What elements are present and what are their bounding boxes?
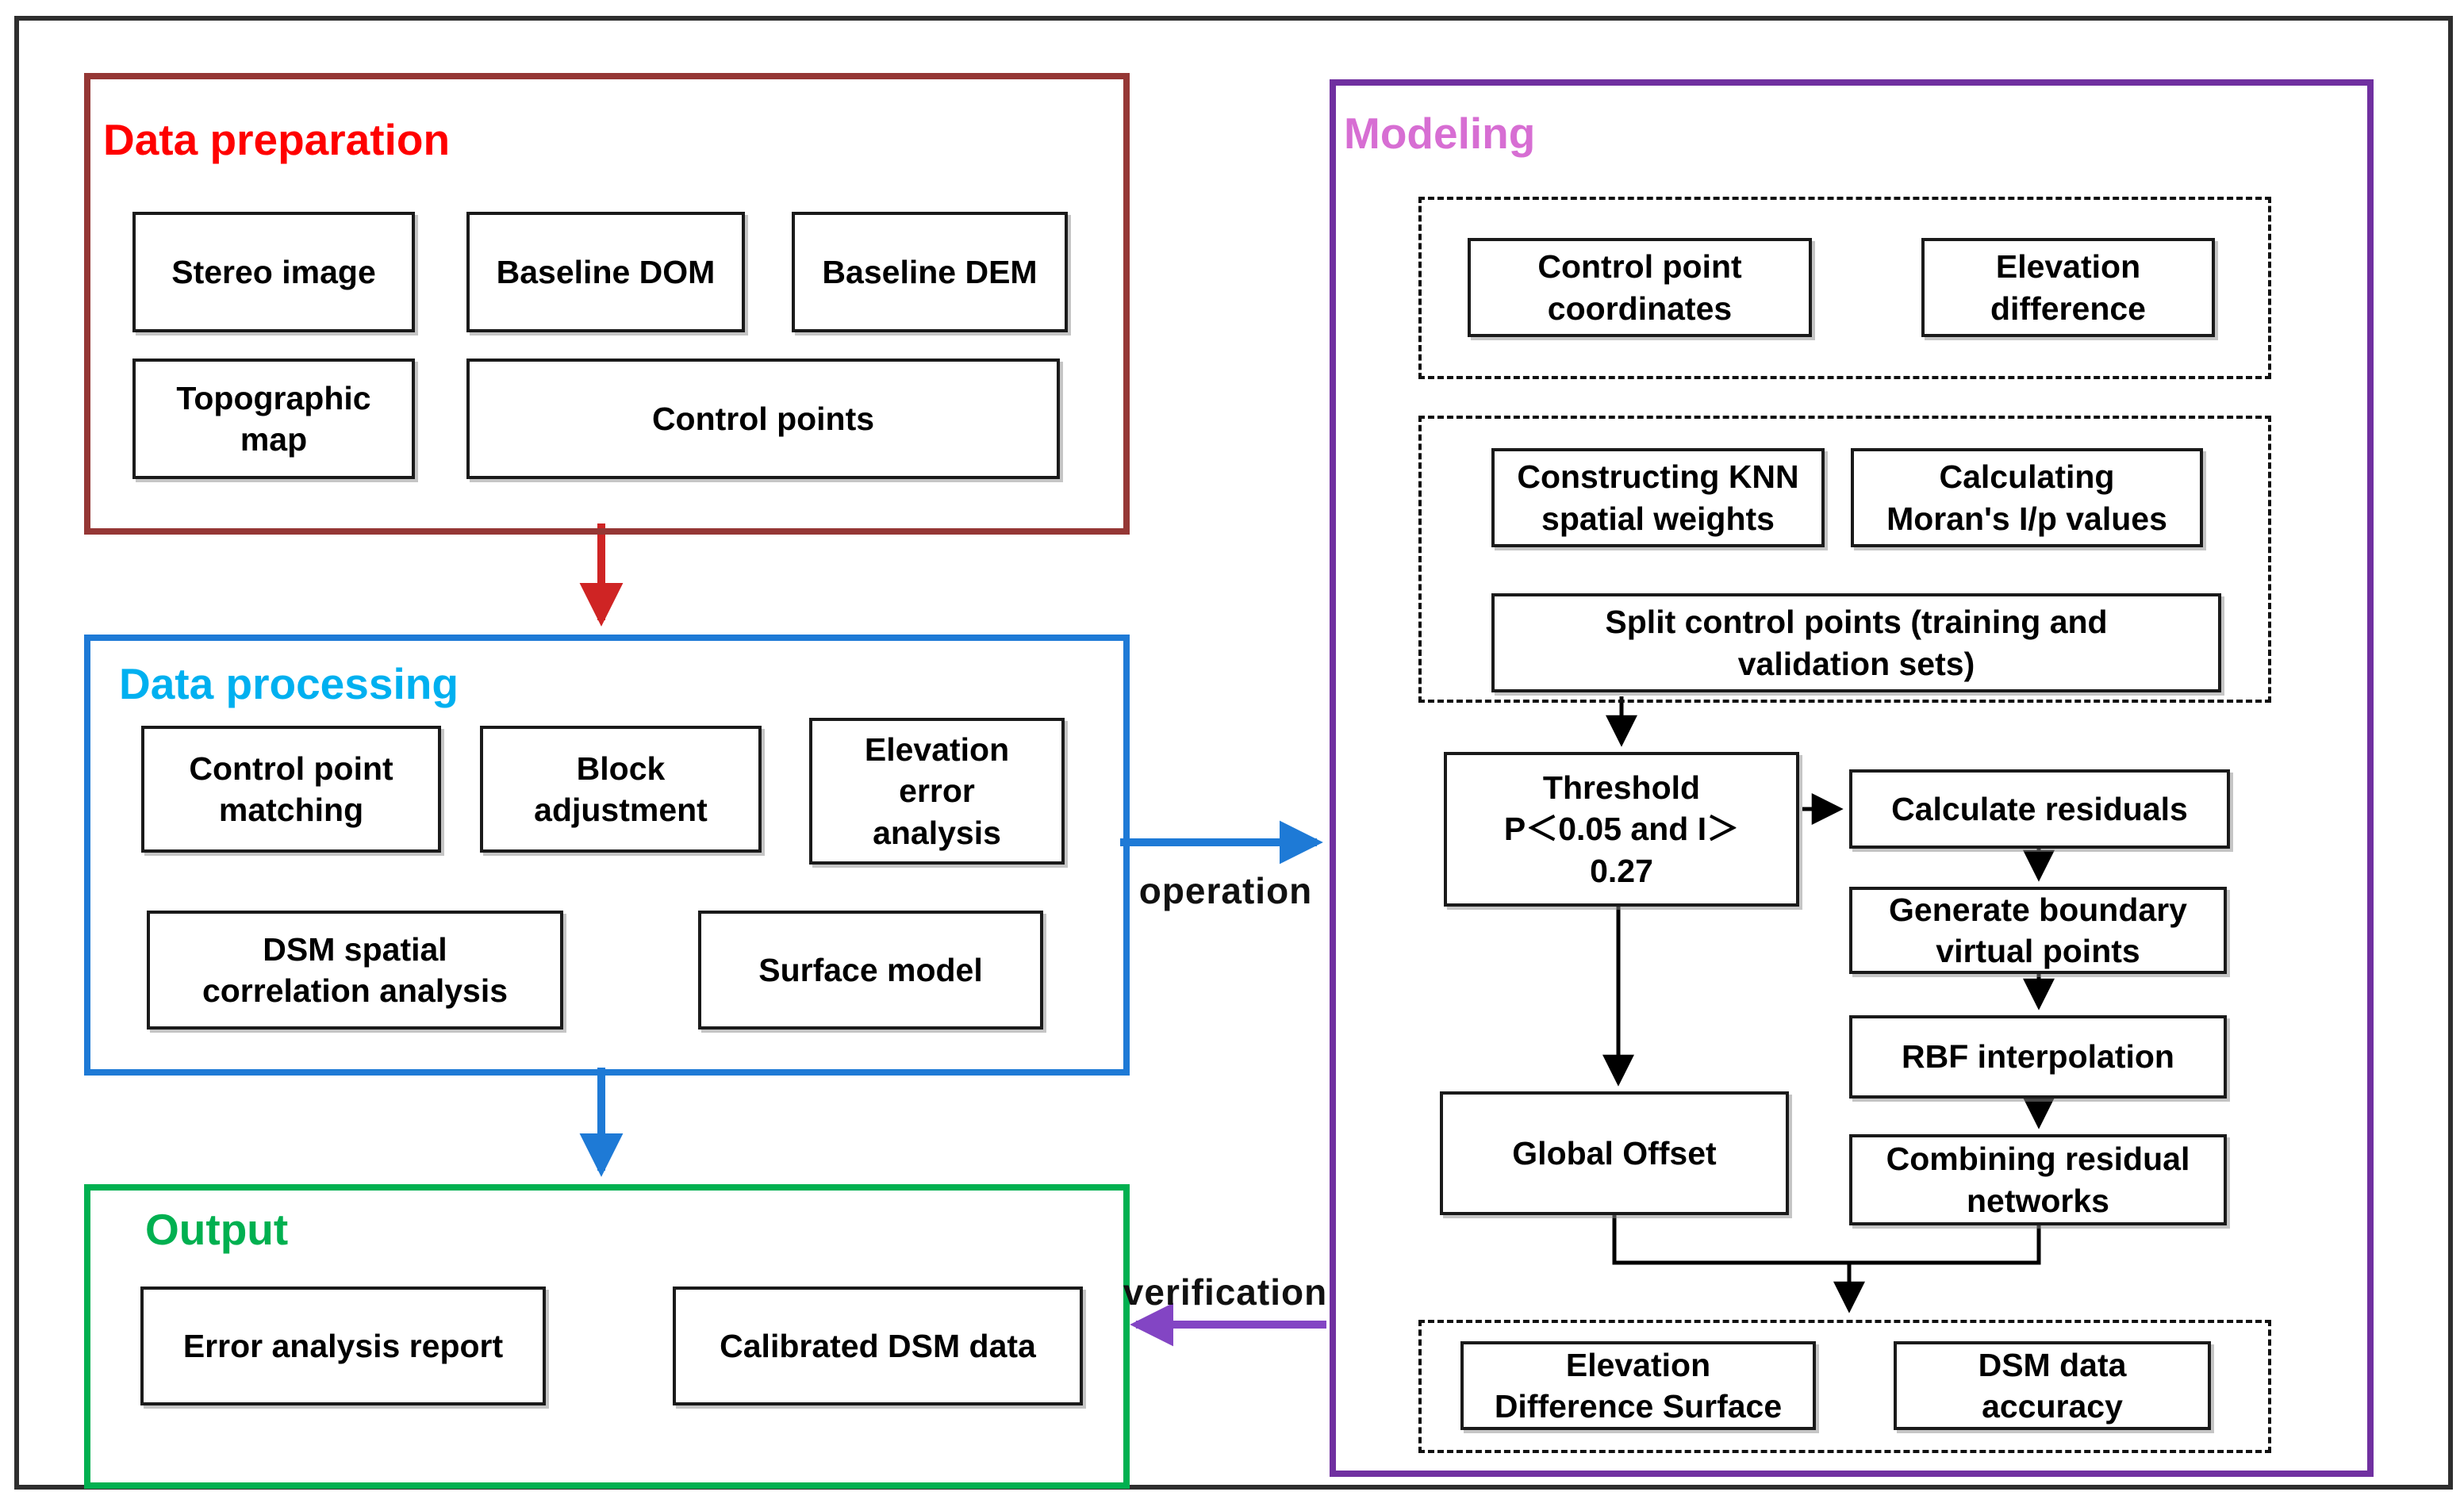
node-calculate-residuals: Calculate residuals xyxy=(1849,769,2230,849)
modeling-title: Modeling xyxy=(1344,109,1536,158)
node-stereo-image: Stereo image xyxy=(132,212,415,332)
verification-label: verification xyxy=(1123,1271,1328,1313)
node-control-point-coordinates: Control point coordinates xyxy=(1468,238,1812,337)
connector-merge-offset-networks xyxy=(1612,1215,2041,1265)
node-split-control-points: Split control points (training and valid… xyxy=(1491,593,2221,692)
node-error-analysis-report: Error analysis report xyxy=(140,1287,546,1405)
node-rbf-interpolation: RBF interpolation xyxy=(1849,1015,2227,1099)
node-elevation-difference-surface: Elevation Difference Surface xyxy=(1460,1341,1816,1430)
output-group xyxy=(84,1184,1130,1489)
modeling-weights-dashed-box xyxy=(1418,416,2271,703)
node-block-adjustment: Block adjustment xyxy=(480,726,762,853)
node-control-points: Control points xyxy=(466,359,1060,479)
node-surface-model: Surface model xyxy=(698,911,1043,1030)
data-processing-title: Data processing xyxy=(119,659,459,708)
node-global-offset: Global Offset xyxy=(1440,1091,1789,1215)
data-processing-group xyxy=(84,635,1130,1076)
node-topographic-map: Topographic map xyxy=(132,359,415,479)
node-dsm-data-accuracy: DSM data accuracy xyxy=(1894,1341,2211,1430)
node-baseline-dem: Baseline DEM xyxy=(792,212,1068,332)
node-threshold: Threshold P＜0.05 and I＞ 0.27 xyxy=(1444,752,1799,907)
node-constructing-knn-weights: Constructing KNN spatial weights xyxy=(1491,448,1825,547)
output-title: Output xyxy=(145,1205,289,1254)
node-elevation-error-analysis: Elevation error analysis xyxy=(809,718,1065,865)
modeling-inputs-dashed-box xyxy=(1418,197,2271,379)
node-calculating-moran-values: Calculating Moran's I/p values xyxy=(1851,448,2203,547)
data-preparation-title: Data preparation xyxy=(103,115,451,164)
node-baseline-dom: Baseline DOM xyxy=(466,212,745,332)
modeling-results-dashed-box xyxy=(1418,1320,2271,1453)
data-preparation-group xyxy=(84,73,1130,535)
node-generate-boundary-points: Generate boundary virtual points xyxy=(1849,887,2227,974)
node-calibrated-dsm-data: Calibrated DSM data xyxy=(673,1287,1083,1405)
outer-border xyxy=(14,16,2453,1490)
node-control-point-matching: Control point matching xyxy=(141,726,441,853)
node-elevation-difference: Elevation difference xyxy=(1921,238,2215,337)
operation-label: operation xyxy=(1138,870,1313,911)
modeling-group xyxy=(1330,79,2374,1477)
node-dsm-spatial-correlation: DSM spatial correlation analysis xyxy=(147,911,563,1030)
node-combining-residual-networks: Combining residual networks xyxy=(1849,1134,2227,1225)
